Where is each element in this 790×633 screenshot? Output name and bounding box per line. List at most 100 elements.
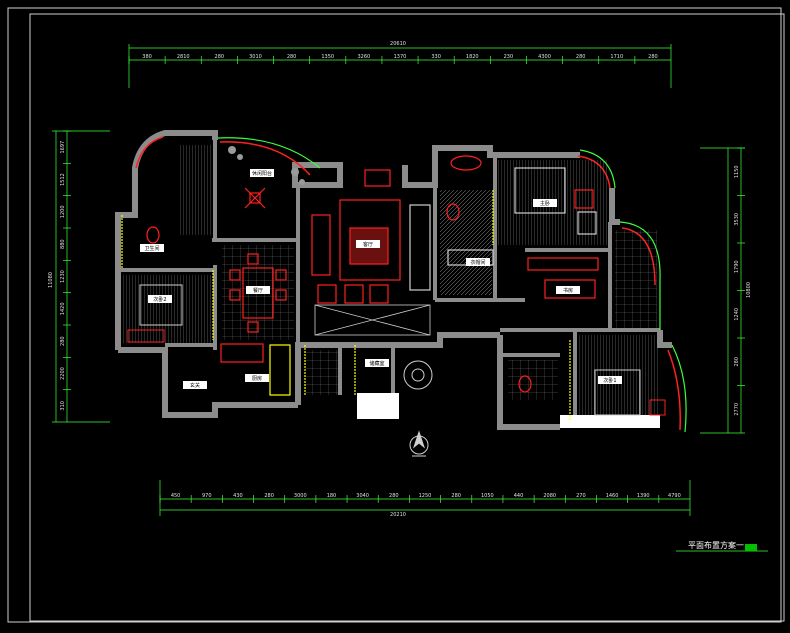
- balcony-plants: [228, 146, 305, 185]
- bottom-segment-4: 3000: [294, 493, 307, 499]
- room-label: 玄关: [190, 382, 200, 389]
- room-label-bg-7: [140, 244, 164, 252]
- room-label-bg-1: [356, 240, 380, 248]
- bottom-segment-5: 180: [327, 493, 337, 499]
- left-segment-0: 1697: [60, 141, 66, 154]
- bottom-segment-6: 3040: [356, 493, 369, 499]
- top-segment-11: 4300: [538, 54, 551, 60]
- bottom-segment-8: 1250: [419, 493, 432, 499]
- interior-walls: [118, 140, 660, 427]
- drawing-title-block: 平面布置方案一: [676, 540, 768, 552]
- right-segment-2: 1790: [734, 260, 740, 273]
- master-bedroom-bed: [514, 167, 597, 235]
- bottom-segment-13: 270: [576, 493, 586, 499]
- left-segment-6: 280: [60, 336, 66, 346]
- bottom-segment-14: 1460: [606, 493, 619, 499]
- bottom-segment-9: 280: [451, 493, 461, 499]
- left-segment-2: 1200: [60, 205, 66, 218]
- balcony-floor-white: [560, 415, 660, 428]
- room-label: 卫生间: [144, 245, 159, 252]
- drawing-title: 平面布置方案一: [688, 540, 744, 550]
- room-label-bg-11: [183, 381, 207, 389]
- right-segment-4: 280: [734, 357, 740, 367]
- kitchen-counter: [220, 343, 291, 396]
- left-segment-7: 2200: [60, 367, 66, 380]
- bottom-segment-12: 2080: [543, 493, 556, 499]
- room-label-bg-10: [365, 359, 389, 367]
- left-segment-5: 1420: [60, 302, 66, 315]
- tv-cabinet: [314, 304, 431, 336]
- room-label-bg-0: [250, 169, 274, 177]
- top-segment-5: 1350: [321, 54, 334, 60]
- top-total-dimension: 20610: [390, 41, 406, 47]
- bottom-segment-3: 280: [264, 493, 274, 499]
- top-segment-9: 1820: [466, 54, 479, 60]
- room-label-bg-8: [245, 374, 269, 382]
- room-label-bg-3: [533, 199, 557, 207]
- left-segment-3: 880: [60, 239, 66, 249]
- top-segment-8: 330: [431, 54, 441, 60]
- right-total-dimension: 10800: [746, 282, 752, 298]
- bottom-segment-1: 970: [202, 493, 212, 499]
- room-label: 休闲阳台: [252, 170, 272, 177]
- left-dimension-chain: [52, 130, 110, 423]
- inner-border: [29, 13, 785, 622]
- north-arrow-icon: [409, 430, 429, 457]
- bedroom-1-bed: [594, 369, 666, 416]
- round-table: [403, 360, 433, 390]
- top-segment-1: 2810: [177, 54, 190, 60]
- room-label: 储藏室: [369, 360, 384, 367]
- room-label: 次卧1: [603, 377, 616, 384]
- entry-floor-white: [357, 393, 399, 419]
- bottom-segment-2: 430: [233, 493, 243, 499]
- title-color-tag: [745, 544, 757, 551]
- dining-table-set: [229, 253, 287, 333]
- yellow-partitions: [121, 190, 571, 420]
- room-label-bg-9: [466, 258, 490, 266]
- room-label-bg-5: [148, 295, 172, 303]
- top-segment-0: 380: [142, 54, 152, 60]
- top-segment-7: 1370: [394, 54, 407, 60]
- room-label: 客厅: [363, 241, 373, 248]
- bedroom-2-bed: [127, 284, 183, 343]
- left-total-dimension: 11080: [48, 272, 54, 288]
- left-segment-4: 1230: [60, 270, 66, 283]
- top-segment-2: 280: [215, 54, 225, 60]
- bottom-segment-0: 450: [171, 493, 181, 499]
- top-segment-13: 1710: [610, 54, 623, 60]
- bottom-segment-11: 440: [514, 493, 524, 499]
- right-segment-1: 3530: [734, 213, 740, 226]
- top-segment-labels: 380 2810 280 3010 280 1350 3260 1370 330 1820 230 4…: [128, 54, 658, 64]
- top-segment-3: 3010: [249, 54, 262, 60]
- room-label-bg-2: [246, 286, 270, 294]
- bottom-segment-16: 4790: [668, 493, 681, 499]
- room-label: 衣帽间: [470, 259, 485, 266]
- left-segment-8: 310: [60, 401, 66, 411]
- top-segment-4: 280: [287, 54, 297, 60]
- right-segment-5: 2770: [734, 403, 740, 416]
- room-label: 厨房: [252, 375, 262, 382]
- living-room-furniture: [311, 169, 431, 304]
- study-desk: [527, 257, 599, 299]
- top-segment-10: 230: [504, 54, 514, 60]
- room-label-bg-6: [556, 286, 580, 294]
- right-segment-3: 1240: [734, 308, 740, 321]
- room-label: 书房: [563, 287, 573, 294]
- top-segment-6: 3260: [357, 54, 370, 60]
- top-segment-12: 280: [576, 54, 586, 60]
- balcony-tea-table: [244, 187, 266, 209]
- room-label: 次卧2: [153, 296, 166, 303]
- bottom-segment-7: 280: [389, 493, 399, 499]
- bathroom-fixtures: [146, 155, 532, 393]
- top-segment-14: 280: [648, 54, 658, 60]
- room-label: 主卧: [540, 200, 550, 207]
- outer-border: [7, 7, 782, 623]
- bottom-segment-15: 1390: [637, 493, 650, 499]
- bottom-total-dimension: 20210: [390, 512, 406, 518]
- room-label-bg-4: [598, 376, 622, 384]
